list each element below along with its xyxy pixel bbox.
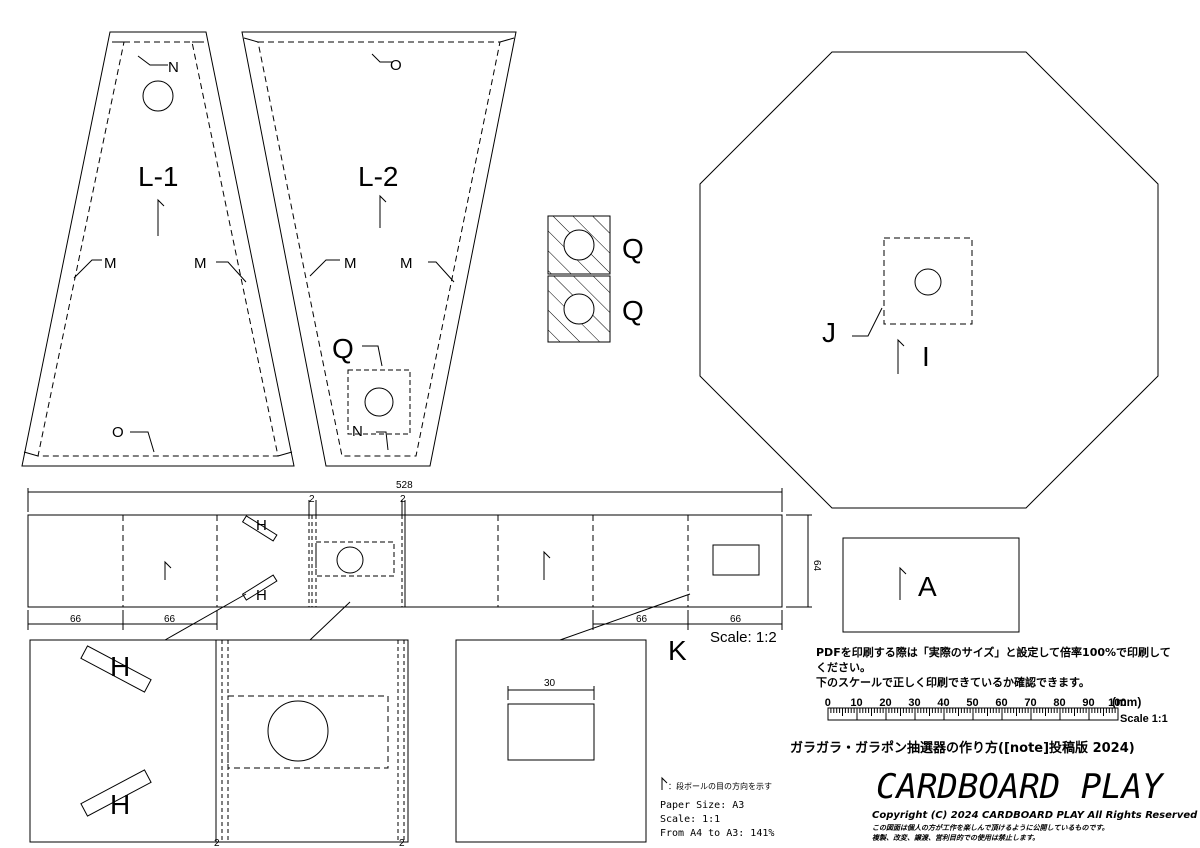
dim-height: 64 [811,560,822,572]
dim-gap-right: 2 [400,494,406,505]
paper-size: Paper Size: A3 [660,800,744,811]
label-h-detail-bottom: H [110,789,130,820]
dim-seg-2: 66 [164,614,176,625]
project-title: ガラガラ・ガラポン抽選器の作り方([note]投稿版 2024) [790,740,1135,756]
ruler-unit: (mm) [1112,695,1141,709]
label-o-l1: O [112,424,124,441]
ruler [827,707,1119,721]
ruler-tick-label: 40 [937,697,949,709]
ruler-tick-label: 60 [995,697,1007,709]
label-m-l2-left: M [344,255,357,272]
paper-scale: Scale: 1:1 [660,814,720,825]
notice-line2: 複製、改変、譲渡、営利目的での使用は禁止します。 [872,833,1039,842]
dim-gap-detail-right: 2 [399,838,405,848]
label-h-strip-bottom: H [256,587,267,604]
strip-k [27,488,812,641]
label-q-bottom: Q [622,295,644,326]
label-l1: L-1 [138,161,178,192]
scale-main: Scale: 1:2 [710,629,777,646]
detail-view-strip [29,639,409,843]
paper-conversion: From A4 to A3: 141% [660,828,774,839]
label-k: K [668,635,687,666]
dim-total-width: 528 [396,480,413,491]
grain-legend: ：段ボールの目の方向を示す [668,781,772,791]
detail-view-window [455,639,647,843]
label-m-l1-right: M [194,255,207,272]
label-m-l2-right: M [400,255,413,272]
label-n-l2: N [352,423,363,440]
ruler-tick-label: 0 [825,697,831,709]
label-h-strip-top: H [256,517,267,534]
ruler-tick-label: 10 [850,697,862,709]
q-pieces [547,215,611,343]
label-h-detail-top: H [110,651,130,682]
label-j: J [822,317,836,348]
dim-gap-detail-left: 2 [214,838,220,848]
ruler-labels: 0 10 20 30 40 50 60 70 80 90 100 [825,697,1127,709]
panel-l2 [241,31,517,467]
label-n-l1: N [168,59,179,76]
ruler-tick-label: 100 [1108,697,1126,709]
ruler-tick-label: 70 [1024,697,1036,709]
ruler-scale-label: Scale 1:1 [1120,713,1168,725]
ruler-tick-label: 30 [908,697,920,709]
label-o-l2: O [390,57,402,74]
panel-l1 [21,31,295,467]
label-q-top: Q [622,233,644,264]
ruler-tick-label: 90 [1082,697,1094,709]
print-note-line3: 下のスケールで正しく印刷できているか確認できます。 [816,675,1090,689]
notice-line1: この図面は個人の方が工作を楽しんで頂けるように公開しているものです。 [872,823,1109,832]
label-a: A [918,571,937,602]
dim-gap-left: 2 [309,494,315,505]
print-note-line2: ください。 [816,661,871,674]
ruler-tick-label: 50 [966,697,978,709]
copyright: Copyright (C) 2024 CARDBOARD PLAY All Ri… [872,810,1198,821]
octagon-i [699,51,1159,509]
dim-seg-4: 66 [730,614,742,625]
label-i: I [922,341,930,372]
dim-window-width: 30 [544,678,556,689]
print-note-line1: PDFを印刷する際は「実際のサイズ」と設定して倍率100%で印刷して [816,645,1171,659]
label-l2: L-2 [358,161,398,192]
ruler-tick-label: 80 [1053,697,1065,709]
piece-a [842,537,1020,633]
label-m-l1-left: M [104,255,117,272]
grain-legend-icon [661,776,668,790]
ruler-tick-label: 20 [879,697,891,709]
brand-logo: CARDBOARD PLAY [876,767,1165,807]
dim-seg-1: 66 [70,614,82,625]
dim-seg-3: 66 [636,614,648,625]
label-q-l2: Q [332,333,354,364]
